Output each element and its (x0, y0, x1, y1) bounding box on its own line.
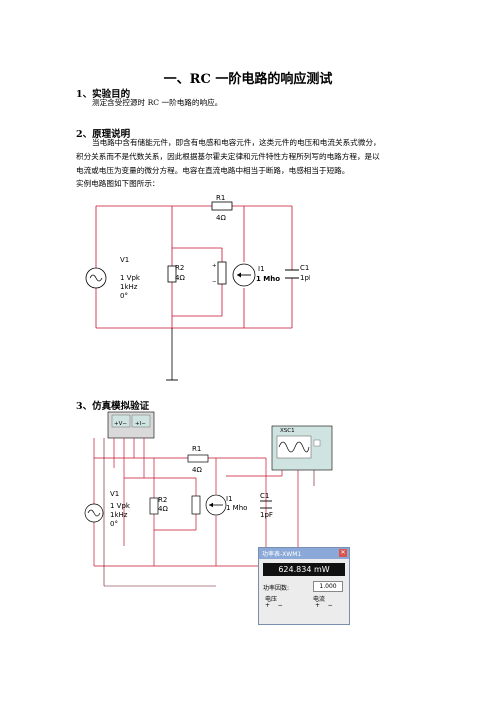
r2-name: R2 (175, 264, 184, 272)
wattmeter-titlebar[interactable]: 功率表-XWM1 ✕ (259, 548, 349, 559)
r1-value-sim: 4Ω (192, 466, 202, 474)
section-heading-simulation: 3、仿真模拟验证 (76, 401, 150, 412)
wattmeter-instrument: +V− +I− (107, 411, 155, 439)
circuit-diagram-2: +V− +I− XSC1 (84, 411, 333, 587)
c1-value-sim: 1pF (260, 511, 273, 519)
v1-phase: 0° (120, 292, 128, 300)
wattmeter-title: 功率表-XWM1 (262, 551, 302, 558)
r1-value: 4Ω (216, 214, 226, 222)
principle-line-3: 电流或电压为变量的微分方程。电容在直流电路中相当于断路，电感相当于短路。 (76, 166, 350, 175)
scope-name: XSC1 (280, 428, 295, 434)
v1-amplitude-sim: 1 Vpk (110, 502, 131, 510)
section-heading-purpose: 1、实验目的 (76, 89, 131, 100)
power-factor-value: 1.000 (313, 581, 343, 592)
resistor-r1-symbol-sim (187, 454, 209, 463)
r2-name-sim: R2 (158, 496, 167, 504)
r1-name-sim: R1 (192, 445, 201, 453)
purpose-text: 测定含受控源时 RC 一阶电路的响应。 (92, 98, 223, 107)
current-terminals[interactable]: + − (315, 602, 333, 609)
i1-value-sim: 1 Mho (226, 504, 247, 512)
voltage-label: 电压 (265, 596, 278, 603)
v1-amplitude: 1 Vpk (120, 274, 141, 282)
resistor-r2-symbol (167, 265, 177, 283)
c1-name-sim: C1 (260, 492, 269, 500)
wattmeter-window: 功率表-XWM1 ✕ 624.834 mW 功率因数: 1.000 电压 电流 … (258, 547, 350, 625)
page-title: 一、RC 一阶电路的响应测试 (163, 72, 333, 87)
svg-text:+V−: +V− (114, 421, 127, 427)
c1-value: 1pF (300, 274, 310, 282)
v1-frequency-sim: 1kHz (110, 511, 128, 519)
c1-name: C1 (300, 264, 309, 272)
vccs-control-symbol-sim (191, 495, 201, 515)
resistor-r1-symbol (211, 201, 233, 211)
r2-value-sim: 4Ω (158, 505, 168, 513)
vccs-control-symbol (217, 261, 227, 285)
power-reading-display: 624.834 mW (263, 563, 345, 576)
r1-name: R1 (216, 194, 225, 202)
circuit-diagram-1: R1 4Ω V1 1 Vpk 1kHz 0° R2 4Ω + − I1 1 Mh… (85, 194, 310, 381)
r2-value: 4Ω (175, 274, 185, 282)
svg-text:+: + (212, 263, 217, 269)
i1-value: 1 Mho (256, 275, 280, 283)
i1-name-sim: I1 (226, 495, 233, 503)
svg-text:+I−: +I− (135, 421, 146, 427)
oscilloscope-xsc1: XSC1 (271, 425, 333, 471)
v1-phase-sim: 0° (110, 520, 118, 528)
power-factor-label: 功率因数: (263, 585, 290, 592)
resistor-r2-symbol-sim (149, 497, 159, 515)
v1-name: V1 (120, 256, 129, 264)
principle-line-1: 当电路中含有储能元件，即含有电感和电容元件，这类元件的电压和电流关系式微分， (92, 138, 381, 147)
i1-name: I1 (258, 265, 265, 273)
principle-line-2: 积分关系而不是代数关系，因此根据基尔霍夫定律和元件特性方程所列写的电路方程，是以 (76, 152, 380, 161)
section-heading-principle: 2、原理说明 (76, 129, 131, 140)
current-label: 电流 (313, 596, 326, 603)
voltage-terminals[interactable]: + − (265, 602, 283, 609)
svg-text:−: − (212, 279, 217, 285)
principle-line-4: 实例电路图如下图所示： (76, 179, 160, 188)
v1-frequency: 1kHz (120, 283, 138, 291)
close-icon[interactable]: ✕ (339, 549, 347, 557)
v1-name-sim: V1 (110, 490, 119, 498)
